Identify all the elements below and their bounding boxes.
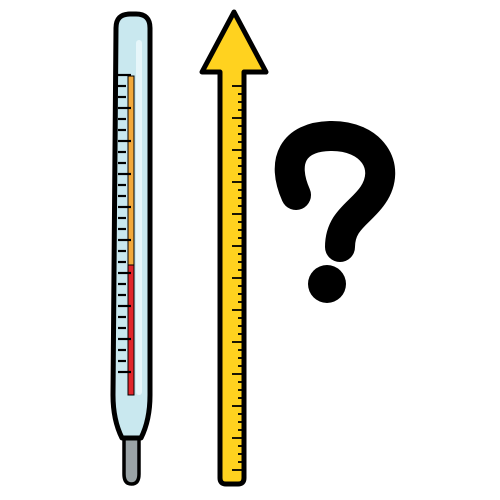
question-mark-icon xyxy=(274,121,396,303)
ruler-scale xyxy=(232,85,244,471)
mercury-lower xyxy=(127,264,135,396)
arrow-up-ruler-icon xyxy=(199,9,269,487)
thermometer-icon xyxy=(110,11,153,486)
mercury-upper xyxy=(127,75,135,266)
thermometer-scale xyxy=(118,73,131,374)
question-mark-hook xyxy=(274,121,396,262)
question-mark-dot xyxy=(308,265,346,303)
thermometer-highlight xyxy=(136,40,142,395)
thermometer-probe xyxy=(122,436,141,486)
ruler-arrow-shape xyxy=(199,9,269,487)
thermometer-mercury xyxy=(127,75,135,396)
